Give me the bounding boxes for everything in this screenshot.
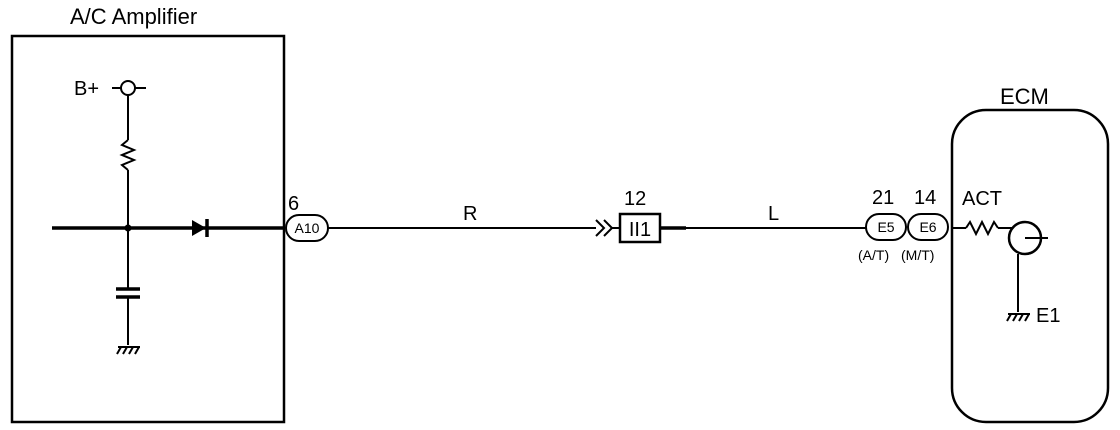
e6-connector-code: E6 bbox=[919, 219, 936, 235]
e5-pin-label: 21 bbox=[872, 187, 894, 209]
battery-terminal-icon bbox=[120, 80, 136, 96]
e5-connector bbox=[865, 213, 907, 241]
diode-icon bbox=[192, 220, 206, 236]
wire-r-color-label: R bbox=[463, 203, 477, 225]
e6-connector bbox=[907, 213, 949, 241]
ecm-resistor-icon bbox=[965, 219, 999, 237]
e6-variant-label: (M/T) bbox=[901, 247, 934, 263]
resistor-icon bbox=[119, 139, 137, 171]
ecm-title: ECM bbox=[1000, 84, 1049, 109]
ecm-box bbox=[950, 108, 1110, 424]
ecm-ground-icon bbox=[1006, 313, 1030, 322]
e5-connector-code: E5 bbox=[877, 219, 894, 235]
ii1-junction-code: II1 bbox=[629, 219, 651, 241]
a10-pin-label: 6 bbox=[288, 193, 299, 215]
ac-amplifier-title: A/C Amplifier bbox=[70, 4, 197, 29]
ecm-ground-label: E1 bbox=[1036, 305, 1060, 327]
amplifier-ground-icon bbox=[116, 346, 140, 355]
e6-pin-label: 14 bbox=[914, 187, 936, 209]
battery-label: B+ bbox=[74, 78, 99, 100]
ii1-pin-label: 12 bbox=[624, 188, 646, 210]
ecm-act-terminal-label: ACT bbox=[962, 188, 1002, 210]
a10-connector-code: A10 bbox=[295, 220, 320, 236]
e5-variant-label: (A/T) bbox=[858, 247, 889, 263]
wire-l-color-label: L bbox=[768, 203, 779, 225]
connector-chevron-icon bbox=[595, 219, 614, 237]
